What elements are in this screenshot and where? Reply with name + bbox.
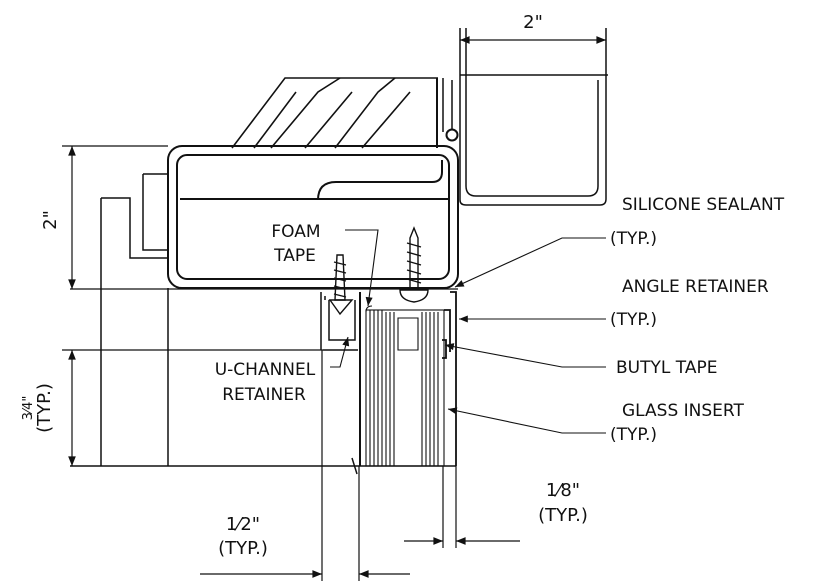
dim-left-lower-value: 3⁄4" [21,396,36,421]
label-angle-line2: (TYP.) [610,310,657,330]
dim-half-value: 1⁄2" [226,514,260,535]
label-angle-line1: ANGLE RETAINER [622,277,769,297]
dim-left-lower-suffix: (TYP.) [34,383,55,433]
left-screw [328,254,354,316]
label-silicone-line1: SILICONE SEALANT [622,195,785,215]
u-channel-retainer [320,292,361,466]
angled-profile-lines [231,77,438,149]
dim-half-suffix: (TYP.) [218,538,268,559]
label-glass-line1: GLASS INSERT [622,401,744,421]
label-glass-line2: (TYP.) [610,425,657,445]
label-silicone-line2: (TYP.) [610,229,657,249]
label-u-channel-line1: U-CHANNEL [215,360,316,380]
horizontal-tube [167,145,459,289]
leader-lines [330,229,606,434]
dim-top-width: 2" [523,12,543,33]
dim-left-lower: 3⁄4" (TYP.) [21,383,55,433]
dim-eighth-value: 1⁄8" [546,480,580,501]
dimension-lines [62,36,607,581]
left-frame [100,173,169,466]
label-butyl: BUTYL TAPE [616,358,717,378]
label-foam-tape-line2: TAPE [273,246,316,266]
label-foam-tape-line1: FOAM [271,222,320,242]
base-lines [70,288,458,475]
dim-eighth-suffix: (TYP.) [538,505,588,526]
label-u-channel-line2: RETAINER [222,385,306,405]
glass-insert [365,305,445,467]
right-screw [399,226,429,303]
vertical-tube [436,28,608,206]
dim-left-height: 2" [40,210,61,230]
